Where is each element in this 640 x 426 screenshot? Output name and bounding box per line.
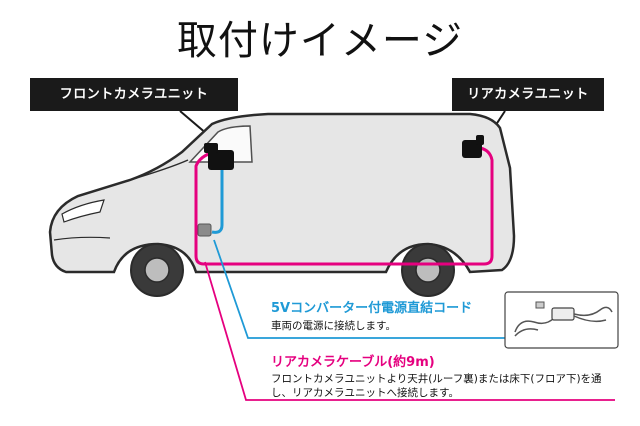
power-cable-route — [211, 165, 224, 234]
rear-camera-label: リアカメラユニット — [452, 78, 604, 111]
rear-cable-title: リアカメラケーブル(約9m) — [271, 355, 435, 370]
power-cable-leader — [213, 239, 505, 339]
rear-camera-unit — [462, 135, 484, 158]
front-side-window — [188, 125, 253, 163]
power-cable-description: 車両の電源に接続します。 — [271, 320, 396, 332]
power-connector — [197, 223, 212, 237]
power-adapter-illustration — [504, 291, 619, 349]
front-bumper — [53, 236, 111, 241]
rear-wheel-hub — [415, 257, 441, 283]
rear-cable-description: フロントカメラユニットより天井(ルーフ裏)または床下(フロア下)を通し、リアカメ… — [271, 373, 602, 399]
diagram-title: 取付けイメージ — [176, 18, 464, 64]
windshield-line — [129, 159, 189, 181]
headlight — [61, 199, 105, 223]
rear-camera-cable-leader — [204, 261, 615, 401]
front-camera-label: フロントカメラユニット — [30, 78, 238, 111]
power-cable-title: 5Vコンバーター付電源直結コード — [271, 301, 473, 316]
van-illustration — [48, 112, 516, 297]
front-wheel-hub — [144, 257, 170, 283]
front-camera-unit — [204, 143, 234, 170]
van-body — [48, 112, 516, 274]
rear-camera-cable-route — [194, 146, 494, 266]
